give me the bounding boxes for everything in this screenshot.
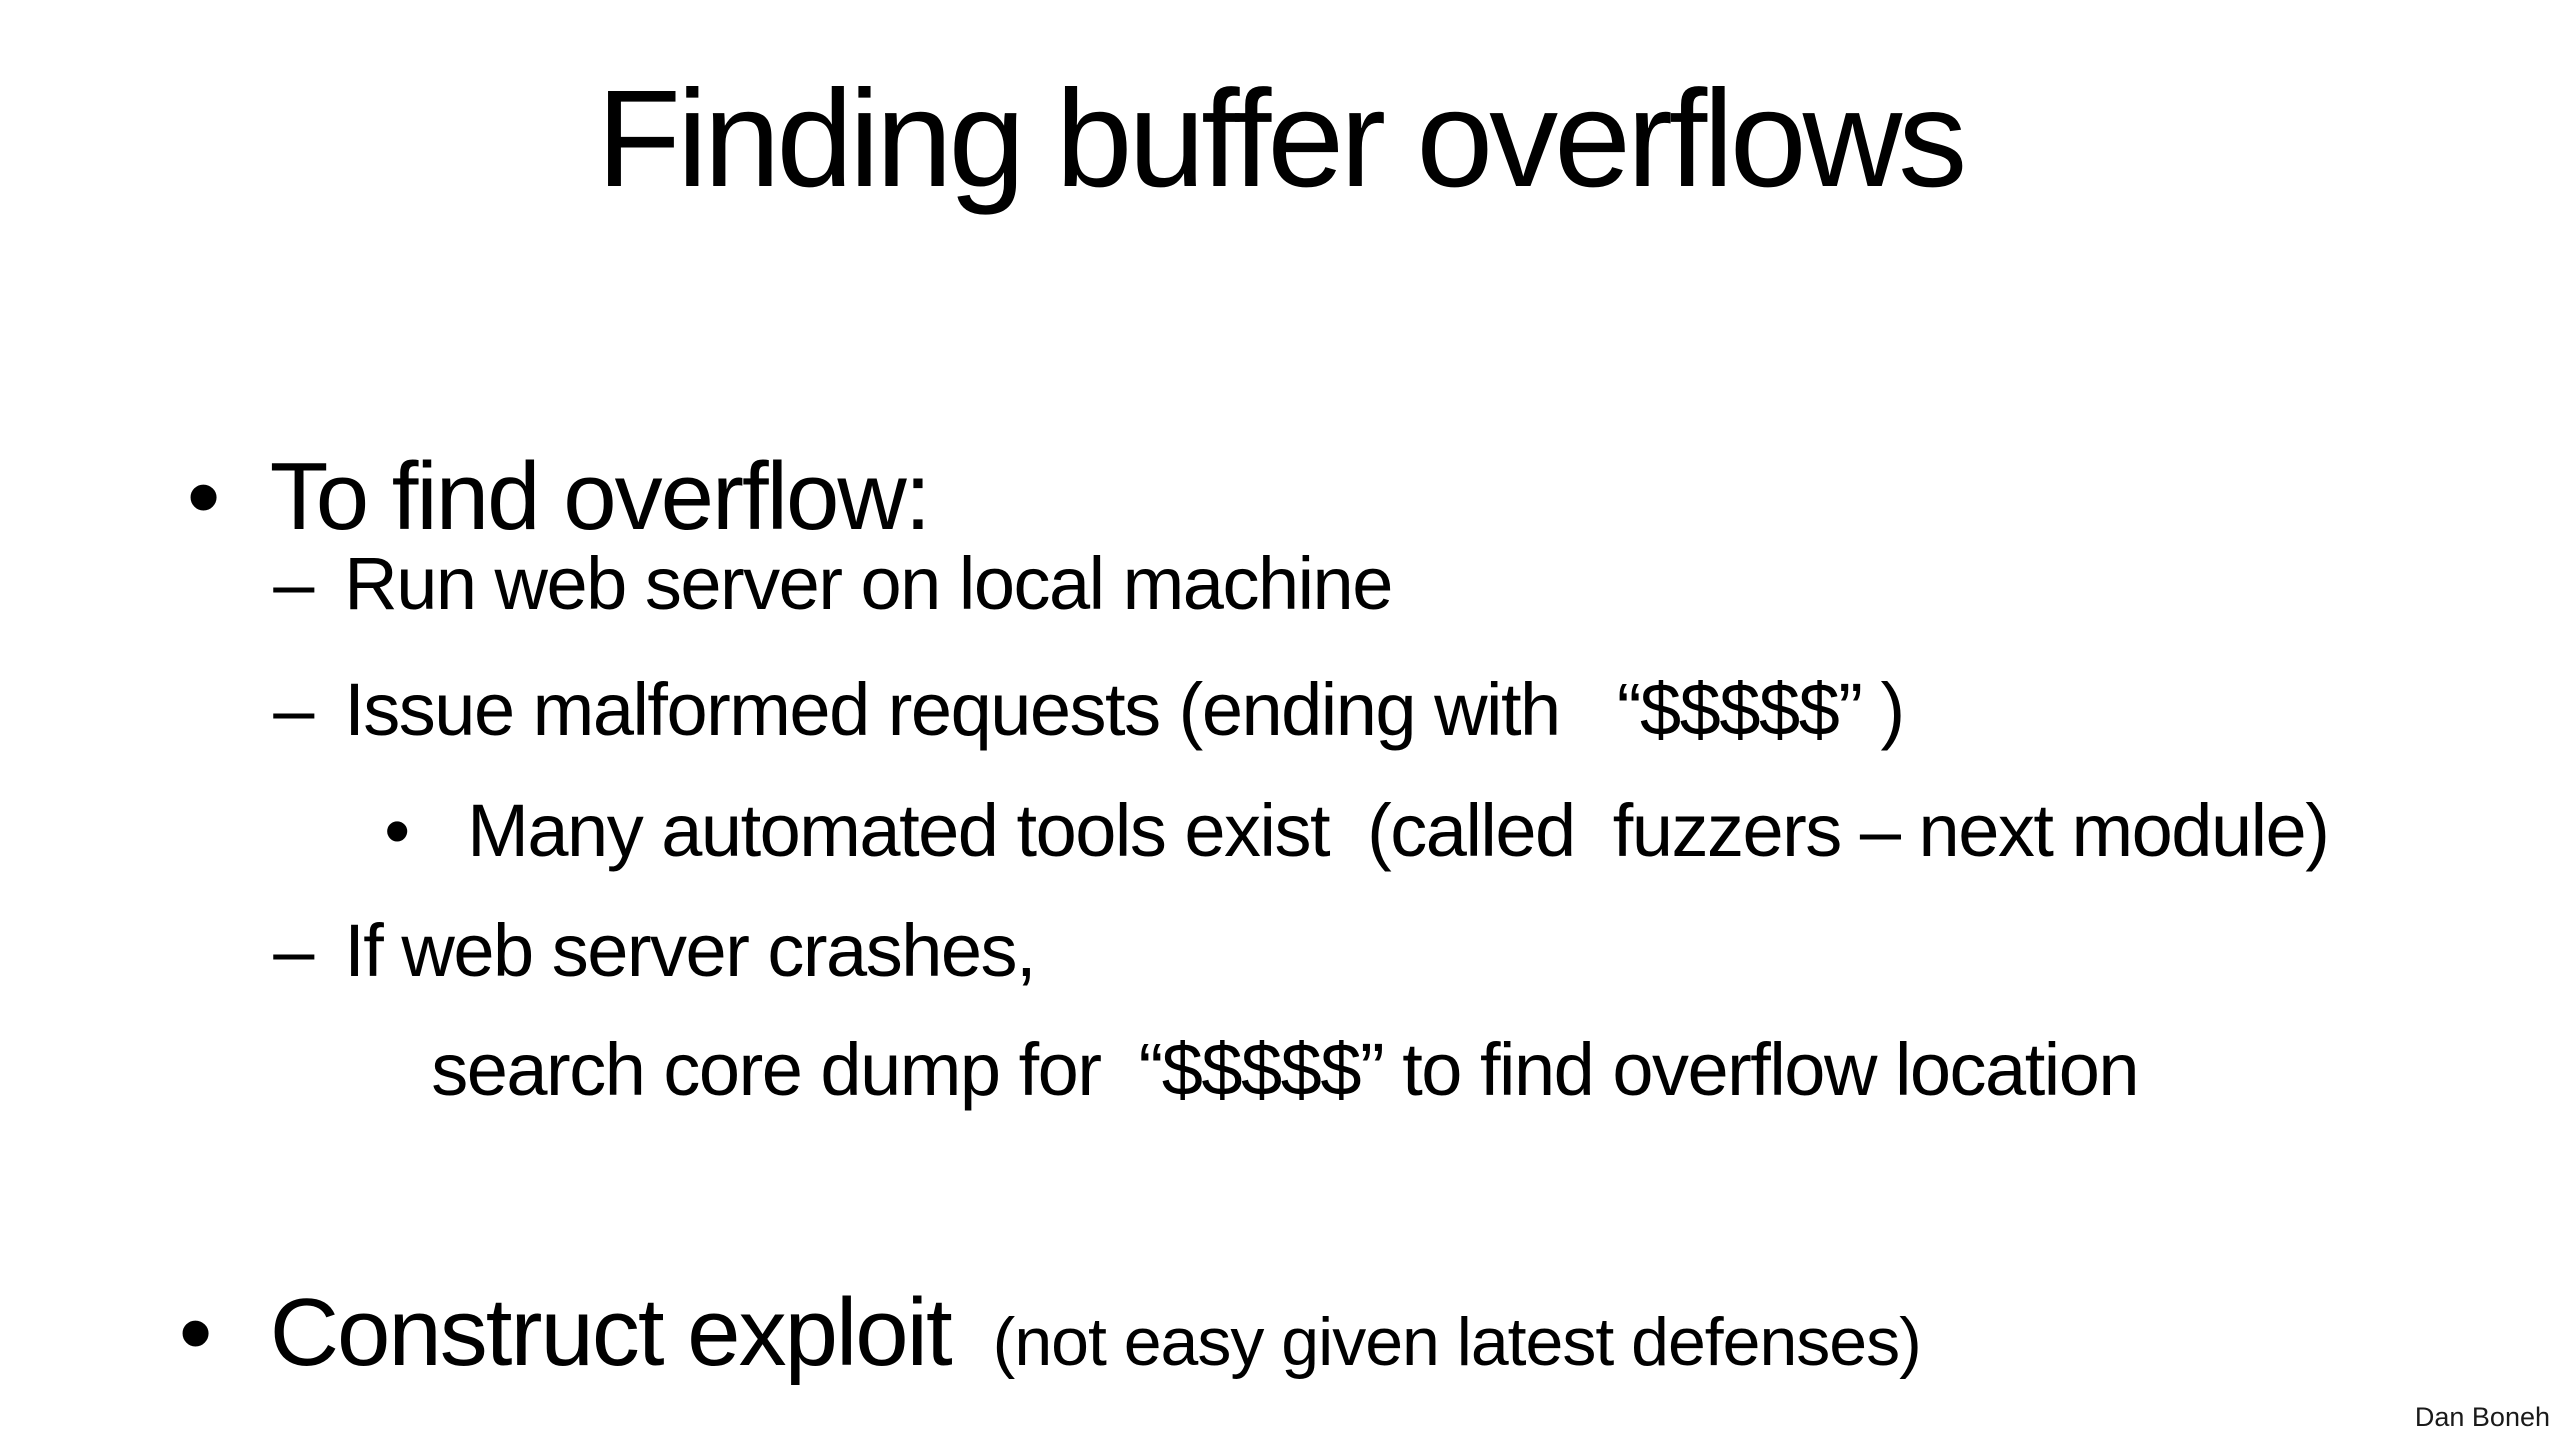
bullet-icon: • [384, 789, 410, 872]
bullet-note: (not easy given latest defenses) [992, 1304, 1922, 1380]
slide-title: Finding buffer overflows [596, 62, 1968, 216]
bullet-text: To find overflow: [269, 443, 932, 550]
bullet-text: If web server crashes, [344, 909, 1036, 992]
bullet-if-web-server-crashes: –If web server crashes, [197, 840, 1036, 1062]
bullet-search-core-dump-continuation: search core dump for “$$$$$” to find ove… [355, 959, 2139, 1181]
bullet-text: search core dump for “$$$$$” to find ove… [431, 1028, 2139, 1111]
bullet-run-web-server: –Run web server on local machine [197, 473, 1393, 695]
bullet-icon: • [178, 1279, 213, 1386]
dash-icon: – [273, 909, 314, 992]
bullet-text: Construct exploit [269, 1279, 953, 1386]
bullet-many-automated-tools: • Many automated tools exist (called fuzz… [308, 720, 2330, 942]
dash-icon: – [273, 668, 314, 751]
bullet-icon: • [186, 443, 221, 550]
bullet-text: Many automated tools exist (called fuzze… [467, 789, 2330, 872]
bullet-issue-malformed-requests: –Issue malformed requests (ending with “… [197, 599, 1905, 821]
bullet-construct-exploit: • Construct exploit (not easy given latest… [80, 1189, 1922, 1440]
bullet-text: Run web server on local machine [344, 542, 1393, 625]
author-credit: Dan Boneh [2414, 1402, 2550, 1432]
bullet-to-find-overflow: • To find overflow: [88, 353, 932, 641]
dash-icon: – [273, 542, 314, 625]
bullet-text: Issue malformed requests (ending with “$… [344, 668, 1905, 751]
